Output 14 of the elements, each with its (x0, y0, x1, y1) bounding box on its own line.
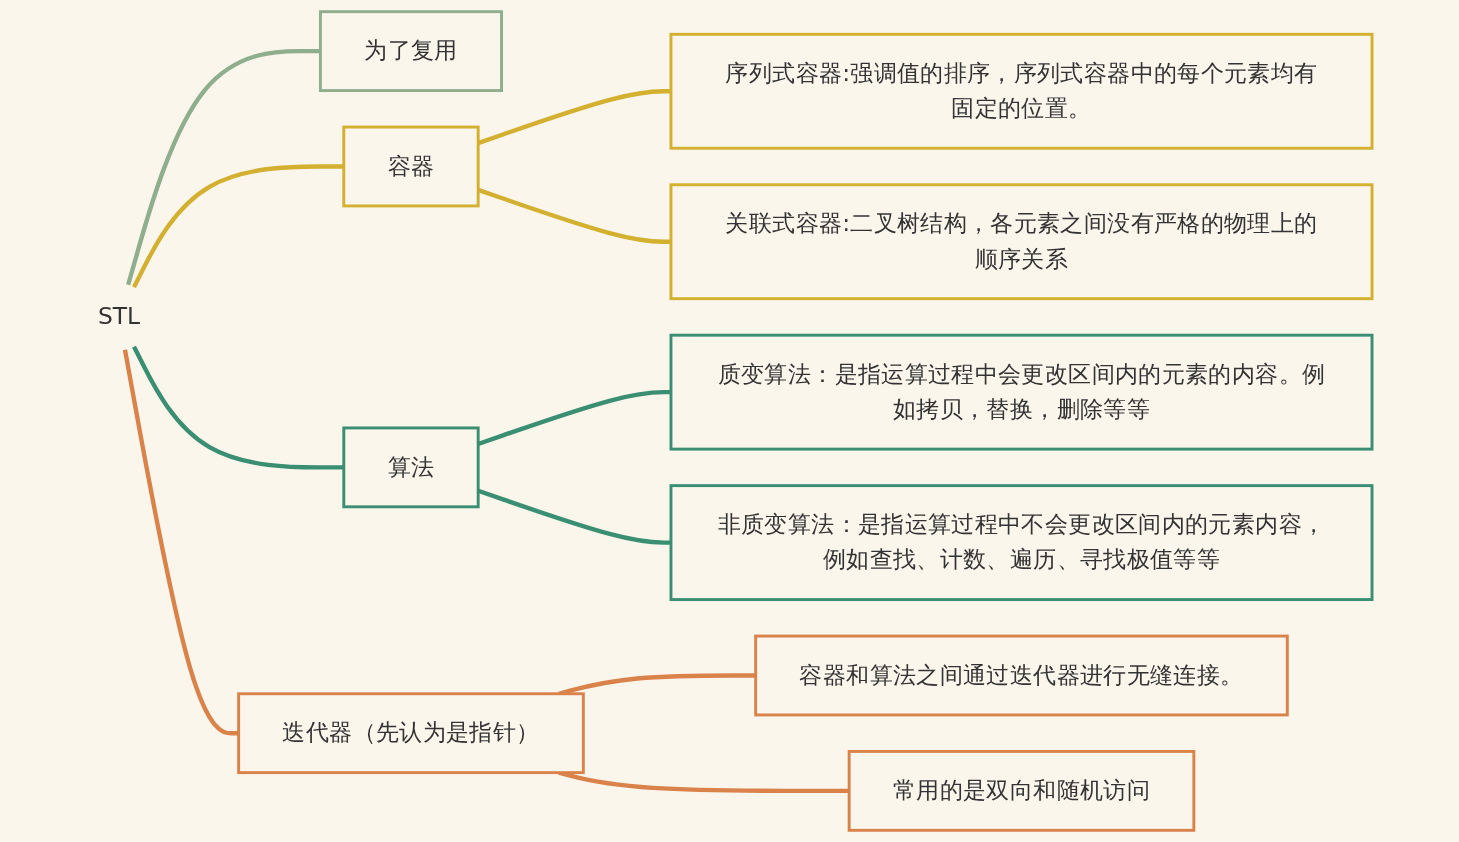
node-box: 为了复用 (319, 10, 503, 92)
node-box: 质变算法：是指运算过程中会更改区间内的元素的内容。例如拷贝，替换，删除等等 (669, 333, 1374, 451)
connector (125, 48, 321, 287)
node-box: 容器 (342, 125, 480, 208)
node-box: 常用的是双向和随机访问 (847, 750, 1196, 832)
node-box: 容器和算法之间通过迭代器进行无缝连接。 (754, 634, 1289, 717)
node-box: 关联式容器:二叉树结构，各元素之间没有严格的物理上的顺序关系 (669, 183, 1374, 301)
connector (131, 344, 344, 470)
node-box: 序列式容器:强调值的排序，序列式容器中的每个元素均有固定的位置。 (669, 32, 1374, 150)
node-box: 算法 (342, 426, 480, 509)
node-box: 迭代器（先认为是指针） (237, 692, 585, 775)
connector (122, 348, 239, 736)
node-box: 非质变算法：是指运算过程中不会更改区间内的元素内容，例如查找、计数、遍历、寻找极值等等 (669, 484, 1374, 601)
connector (131, 164, 344, 290)
